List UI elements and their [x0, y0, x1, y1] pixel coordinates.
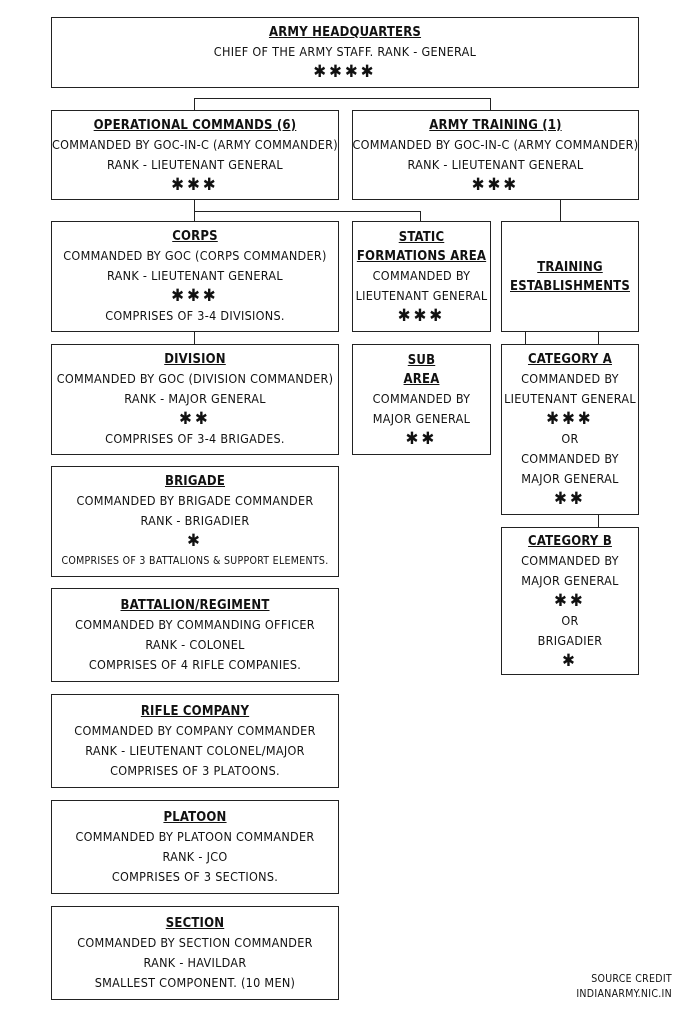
division-stars: ✱✱ [179, 409, 211, 429]
battalion-regiment-title: BATTALION/REGIMENT [120, 597, 270, 613]
source-credit: SOURCE CREDIT INDIANARMY.NIC.IN [576, 972, 672, 1002]
army-training-rank: RANK - LIEUTENANT GENERAL [407, 156, 584, 172]
connector-hq-horizontal [194, 98, 491, 99]
section-title: SECTION [165, 915, 225, 931]
category-a-stars-2: ✱✱ [554, 489, 586, 509]
connector-establishments-category-a-left [525, 332, 526, 344]
brigade-title: BRIGADE [164, 474, 226, 489]
category-a-title: CATEGORY A [527, 352, 613, 367]
army-training-commanded-by: COMMANDED BY GOC-IN-C (ARMY COMMANDER) [352, 136, 639, 152]
division-box: DIVISION COMMANDED BY GOC (DIVISION COMM… [51, 344, 339, 455]
corps-comprises: COMPRISES OF 3-4 DIVISIONS. [105, 308, 285, 323]
static-formations-title-line1: STATIC [398, 229, 445, 245]
training-establishments-title-line2: ESTABLISHMENTS [510, 278, 630, 294]
connector-training-down [560, 200, 561, 221]
section-commanded-by: COMMANDED BY SECTION COMMANDER [77, 934, 313, 950]
platoon-commanded-by: COMMANDED BY PLATOON COMMANDER [75, 828, 315, 844]
sub-area-rank: MAJOR GENERAL [372, 410, 471, 426]
army-training-box: ARMY TRAINING (1) COMMANDED BY GOC-IN-C … [352, 110, 639, 200]
category-b-stars-2: ✱ [562, 650, 578, 671]
category-a-rank-1: LIEUTENANT GENERAL [504, 391, 636, 406]
section-comprises: SMALLEST COMPONENT. (10 MEN) [94, 974, 296, 990]
static-formations-stars: ✱✱✱ [397, 305, 446, 326]
sub-area-stars: ✱✱ [405, 428, 438, 449]
static-formations-rank: LIEUTENANT GENERAL [355, 287, 488, 303]
corps-commanded-by: COMMANDED BY GOC (CORPS COMMANDER) [63, 248, 327, 263]
rifle-company-commanded-by: COMMANDED BY COMPANY COMMANDER [74, 722, 316, 738]
brigade-rank: RANK - BRIGADIER [140, 513, 250, 528]
platoon-title: PLATOON [163, 809, 227, 825]
category-a-commanded-by-2: COMMANDED BY [521, 451, 619, 466]
category-b-stars-1: ✱✱ [554, 590, 586, 611]
category-b-rank-2: BRIGADIER [537, 632, 603, 648]
battalion-regiment-rank: RANK - COLONEL [145, 636, 245, 652]
training-establishments-title-line1: TRAINING [537, 259, 603, 275]
sub-area-box: SUB AREA COMMANDED BY MAJOR GENERAL ✱✱ [352, 344, 491, 455]
static-formations-commanded-by: COMMANDED BY [372, 267, 471, 283]
static-formations-title-line2: FORMATIONS AREA [356, 248, 487, 264]
connector-corps-division [194, 332, 195, 344]
sub-area-title-line2: AREA [403, 371, 440, 387]
division-title: DIVISION [164, 352, 226, 367]
battalion-regiment-commanded-by: COMMANDED BY COMMANDING OFFICER [75, 616, 315, 632]
battalion-regiment-box: BATTALION/REGIMENT COMMANDED BY COMMANDI… [51, 588, 339, 682]
army-training-title: ARMY TRAINING (1) [429, 117, 562, 133]
corps-title: CORPS [172, 229, 218, 244]
source-credit-url: INDIANARMY.NIC.IN [576, 988, 672, 1000]
training-establishments-box: TRAINING ESTABLISHMENTS [501, 221, 639, 332]
corps-rank: RANK - LIEUTENANT GENERAL [107, 268, 283, 283]
division-rank: RANK - MAJOR GENERAL [124, 391, 266, 406]
battalion-regiment-comprises: COMPRISES OF 4 RIFLE COMPANIES. [88, 656, 302, 672]
category-a-box: CATEGORY A COMMANDED BY LIEUTENANT GENER… [501, 344, 639, 515]
section-rank: RANK - HAVILDAR [143, 954, 247, 970]
army-headquarters-stars: ✱✱✱✱ [313, 62, 377, 82]
army-headquarters-box: ARMY HEADQUARTERS CHIEF OF THE ARMY STAF… [51, 17, 639, 88]
sub-area-commanded-by: COMMANDED BY [372, 390, 471, 406]
division-commanded-by: COMMANDED BY GOC (DIVISION COMMANDER) [56, 371, 334, 386]
operational-commands-commanded-by: COMMANDED BY GOC-IN-C (ARMY COMMANDER) [52, 136, 338, 152]
army-headquarters-title: ARMY HEADQUARTERS [268, 25, 422, 40]
category-a-stars-1: ✱✱✱ [546, 409, 594, 429]
category-a-commanded-by: COMMANDED BY [521, 371, 619, 386]
brigade-commanded-by: COMMANDED BY BRIGADE COMMANDER [76, 493, 314, 508]
brigade-comprises: COMPRISES OF 3 BATTALIONS & SUPPORT ELEM… [61, 555, 329, 567]
connector-operational-horizontal [194, 211, 421, 212]
static-formations-area-box: STATIC FORMATIONS AREA COMMANDED BY LIEU… [352, 221, 491, 332]
division-comprises: COMPRISES OF 3-4 BRIGADES. [105, 431, 285, 446]
category-b-title: CATEGORY B [528, 533, 612, 549]
sub-area-title-line1: SUB [407, 352, 436, 368]
connector-hq-right-down [490, 98, 491, 110]
category-a-or: OR [561, 431, 579, 446]
platoon-box: PLATOON COMMANDED BY PLATOON COMMANDER R… [51, 800, 339, 894]
section-box: SECTION COMMANDED BY SECTION COMMANDER R… [51, 906, 339, 1000]
army-headquarters-chief: CHIEF OF THE ARMY STAFF. RANK - GENERAL [213, 44, 477, 59]
connector-hq-down [194, 98, 195, 110]
rifle-company-comprises: COMPRISES OF 3 PLATOONS. [110, 762, 280, 778]
corps-box: CORPS COMMANDED BY GOC (CORPS COMMANDER)… [51, 221, 339, 332]
operational-commands-stars: ✱✱✱ [171, 174, 219, 195]
operational-commands-title: OPERATIONAL COMMANDS (6) [93, 117, 297, 133]
category-b-box: CATEGORY B COMMANDED BY MAJOR GENERAL ✱✱… [501, 527, 639, 675]
corps-stars: ✱✱✱ [171, 286, 219, 306]
category-a-rank-2: MAJOR GENERAL [521, 471, 619, 486]
category-b-rank-1: MAJOR GENERAL [521, 572, 619, 588]
operational-commands-box: OPERATIONAL COMMANDS (6) COMMANDED BY GO… [51, 110, 339, 200]
rifle-company-rank: RANK - LIEUTENANT COLONEL/MAJOR [85, 742, 305, 758]
brigade-box: BRIGADE COMMANDED BY BRIGADE COMMANDER R… [51, 466, 339, 577]
connector-static-down [420, 211, 421, 221]
category-b-or: OR [561, 612, 579, 628]
source-credit-label: SOURCE CREDIT [591, 973, 672, 985]
rifle-company-box: RIFLE COMPANY COMMANDED BY COMPANY COMMA… [51, 694, 339, 788]
connector-operational-down [194, 200, 195, 221]
platoon-comprises: COMPRISES OF 3 SECTIONS. [111, 868, 279, 884]
connector-category-a-b [598, 515, 599, 527]
platoon-rank: RANK - JCO [162, 848, 228, 864]
category-b-commanded-by: COMMANDED BY [521, 552, 619, 568]
operational-commands-rank: RANK - LIEUTENANT GENERAL [107, 156, 283, 172]
army-training-stars: ✱✱✱ [471, 174, 520, 195]
brigade-stars: ✱ [187, 531, 203, 551]
rifle-company-title: RIFLE COMPANY [140, 703, 250, 719]
connector-establishments-category-a-right [598, 332, 599, 344]
